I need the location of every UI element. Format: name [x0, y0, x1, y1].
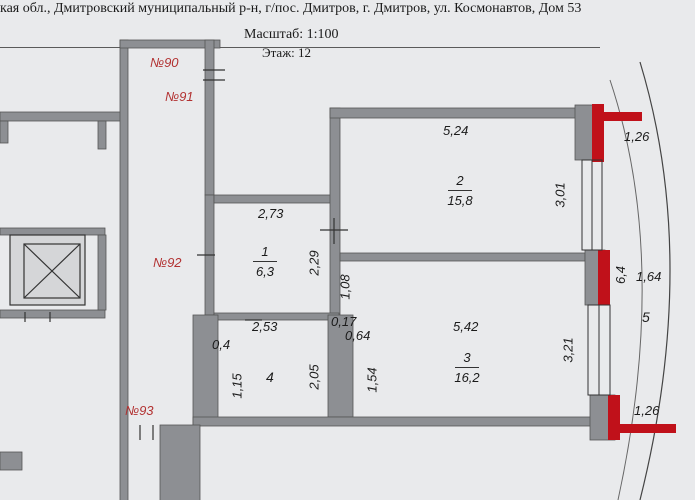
room-2-area: 15,8 — [447, 193, 473, 208]
dim-room2-height: 3,01 — [552, 182, 568, 208]
room-3-area: 16,2 — [454, 370, 480, 385]
apartment-label-93: №93 — [125, 403, 154, 418]
red-wall-top — [592, 104, 604, 162]
header-divider — [0, 47, 600, 48]
dim-205: 2,05 — [306, 364, 322, 390]
apartment-label-90: №90 — [150, 55, 179, 70]
dim-108: 1,08 — [337, 274, 353, 300]
outer-curve-line-inner — [609, 79, 643, 500]
wall-left-6 — [97, 234, 107, 311]
dim-064: 0,64 — [345, 328, 371, 343]
red-wall-mid — [598, 250, 610, 305]
room-2-number: 2 — [456, 173, 464, 188]
room-3-label: 3 16,2 — [447, 350, 487, 385]
outer-curve-line — [639, 61, 671, 500]
dim-room1-width: 2,73 — [258, 206, 284, 221]
dim-room4-width: 2,53 — [252, 319, 278, 334]
wall-room4-left — [192, 314, 219, 426]
wall-bottom-left — [159, 424, 201, 500]
room-1-label: 1 6,3 — [245, 244, 285, 279]
room-1-number: 1 — [261, 244, 269, 259]
dim-room3-height: 3,21 — [560, 337, 576, 363]
dim-115: 1,15 — [229, 373, 245, 399]
column-room3-left — [327, 314, 354, 418]
apartment-label-92: №92 — [153, 255, 182, 270]
dim-154: 1,54 — [364, 367, 380, 393]
floor-label: Этаж: 12 — [262, 45, 312, 60]
apartment-label-91: №91 — [165, 89, 194, 104]
dim-04: 0,4 — [212, 337, 231, 352]
wall-room2-bottom — [339, 252, 586, 262]
dim-top-right: 1,26 — [624, 129, 650, 144]
wall-left-4 — [0, 309, 106, 319]
room-4-number: 4 — [266, 369, 274, 385]
corridor-wall-top — [119, 39, 221, 49]
wall-left-5 — [0, 451, 23, 471]
address-line: кая обл., Дмитровский муниципальный р-н,… — [0, 1, 582, 16]
dim-bottom-right: 1,26 — [634, 403, 660, 418]
scale-label: Масштаб: 1:100 — [244, 27, 339, 42]
red-wall-bottom-arm — [616, 424, 676, 433]
dim-room3-width: 5,42 — [453, 319, 479, 334]
wall-left-3 — [0, 227, 106, 236]
wall-left-2 — [97, 120, 107, 150]
dim-017: 0,17 — [331, 314, 357, 329]
wall-top-left — [0, 111, 123, 122]
document-header: кая обл., Дмитровский муниципальный р-н,… — [0, 0, 695, 60]
wall-left-1 — [0, 120, 9, 144]
wall-bottom — [192, 416, 614, 427]
room-5-number: 5 — [642, 309, 650, 325]
room-3-number: 3 — [463, 350, 471, 365]
dim-room2-width: 5,24 — [443, 123, 469, 138]
dim-64: 6,4 — [613, 265, 629, 285]
corridor-wall-left — [119, 39, 129, 500]
dim-164: 1,64 — [636, 269, 662, 284]
wall-room2-top — [329, 107, 591, 119]
room-2-label: 2 15,8 — [440, 173, 480, 208]
wall-room1-top — [213, 194, 340, 204]
dim-room1-height: 2,29 — [306, 250, 322, 276]
room-1-area: 6,3 — [255, 264, 275, 279]
red-wall-top-arm — [602, 112, 642, 121]
elevator-shaft — [9, 234, 86, 306]
red-wall-bottom — [608, 395, 620, 440]
corridor-wall-right — [204, 39, 215, 196]
